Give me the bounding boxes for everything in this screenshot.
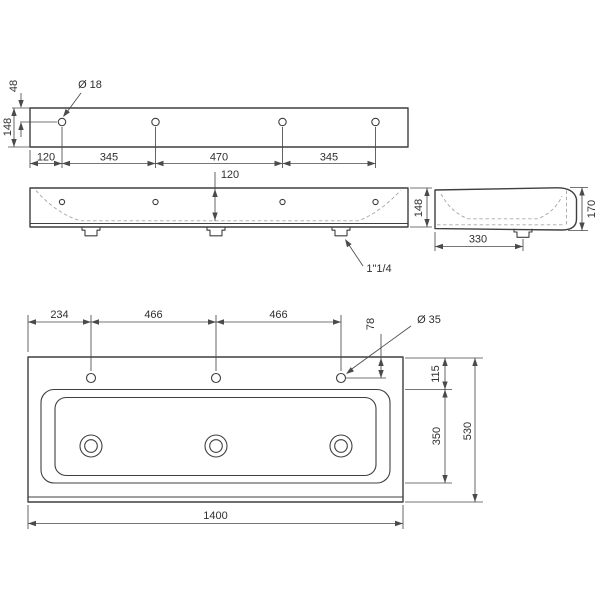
- dim-530-label: 530: [462, 422, 474, 440]
- drain-outlets: [79, 434, 353, 458]
- hidden-basin-contour-side: [440, 193, 563, 220]
- dim-148-top-label: 148: [2, 118, 14, 136]
- dim-345b-label: 345: [320, 152, 338, 164]
- top-view: Ø 18 48 148 120 345 470 345: [2, 79, 409, 168]
- plan-outline: [27, 356, 404, 503]
- front-view: 120 148 1"1/4: [29, 169, 432, 275]
- side-view: 170 330: [434, 187, 598, 251]
- drain-fittings-front: [81, 227, 351, 237]
- hole-diameter-label: Ø 18: [78, 79, 102, 91]
- drain-fitting-side: [513, 228, 533, 238]
- basin-inner: [54, 396, 377, 477]
- dim-350-label: 350: [431, 427, 443, 445]
- dim-120-depth-label: 120: [221, 169, 239, 181]
- front-outline: [29, 187, 409, 228]
- mounting-holes: [57, 117, 380, 127]
- hidden-edge-lines: [437, 190, 567, 226]
- dim-115-label: 115: [430, 365, 442, 383]
- dim-148-front-label: 148: [413, 199, 425, 217]
- faucet-holes: [85, 372, 347, 384]
- hidden-basin-contour: [35, 190, 401, 222]
- dim-170-label: 170: [586, 200, 598, 218]
- basin-rim: [40, 388, 391, 484]
- dim-466b-label: 466: [269, 309, 287, 321]
- plan-view: 234 466 466 78 Ø 35 115 350 530 1400: [27, 309, 483, 529]
- dim-120-label: 120: [37, 152, 55, 164]
- hole-diameter-35-label: Ø 35: [417, 314, 441, 326]
- back-holes-front: [58, 198, 379, 206]
- dim-48-label: 48: [8, 80, 20, 92]
- dim-466a-label: 466: [144, 309, 162, 321]
- dim-345a-label: 345: [100, 152, 118, 164]
- dim-330-label: 330: [469, 234, 487, 246]
- dim-78-label: 78: [365, 318, 377, 330]
- dim-1400-label: 1400: [203, 510, 227, 522]
- dim-470-label: 470: [210, 152, 228, 164]
- dim-234-label: 234: [50, 309, 68, 321]
- drain-thread-label: 1"1/4: [366, 263, 391, 275]
- side-outline: [434, 187, 578, 231]
- back-panel-outline: [29, 107, 409, 148]
